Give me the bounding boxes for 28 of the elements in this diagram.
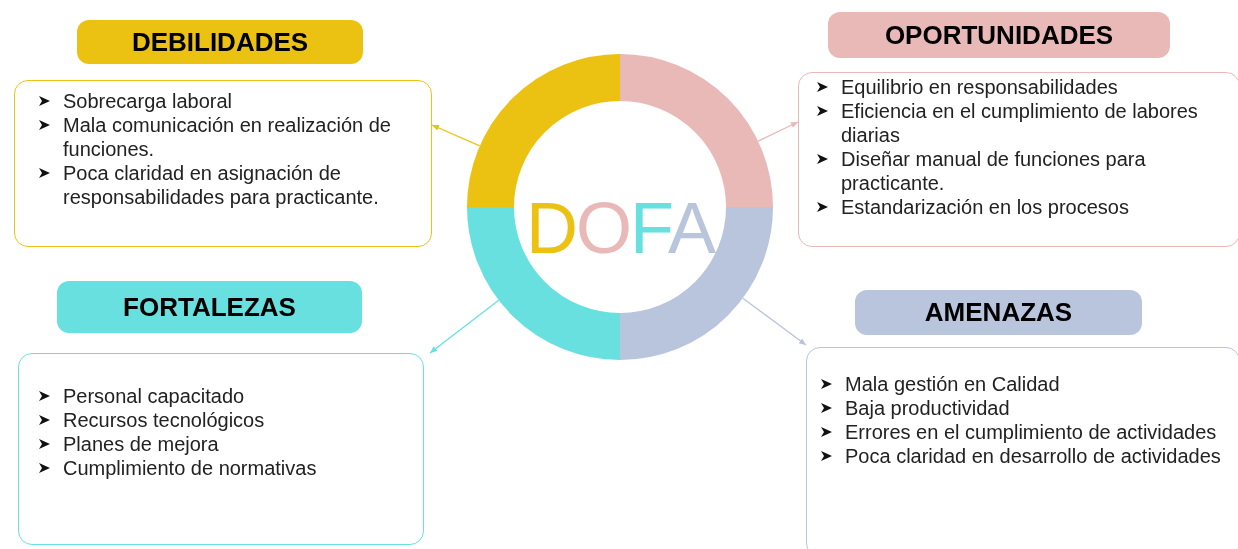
- heading-label: DEBILIDADES: [77, 20, 363, 64]
- arrow: [429, 299, 500, 354]
- bullet-text: Personal capacitado: [63, 385, 245, 407]
- text-card: [14, 80, 432, 247]
- bullet-text: Mala gestión en Calidad: [845, 373, 1060, 395]
- bullet-text: Errores en el cumplimiento de actividades: [845, 421, 1217, 443]
- text-card: [806, 347, 1238, 549]
- bullet-text: Mala comunicación en realización de funciones.: [63, 114, 391, 160]
- arrow: [431, 124, 481, 147]
- bullet-text: Poca claridad en asignación de responsabilidades para practicante.: [63, 162, 379, 208]
- bullet-text: Equilibrio en responsabilidades: [841, 76, 1118, 98]
- center-title: DOFA: [524, 187, 716, 269]
- text-card: [18, 353, 424, 545]
- bullet-text: Cumplimiento de normativas: [63, 457, 317, 479]
- bullet-text: Eficiencia en el cumplimiento de labores diarias: [841, 100, 1198, 146]
- bullet-text: Estandarización en los procesos: [841, 196, 1129, 218]
- text-card: [798, 72, 1238, 247]
- bullet-text: Recursos tecnológicos: [63, 409, 265, 431]
- heading-label: OPORTUNIDADES: [828, 12, 1170, 58]
- heading-label: FORTALEZAS: [57, 281, 362, 333]
- arrow: [742, 297, 807, 346]
- bullet-text: Poca claridad en desarrollo de actividades: [845, 445, 1221, 467]
- bullet-text: Baja productividad: [845, 397, 1010, 419]
- bullet-text: Planes de mejora: [63, 433, 219, 455]
- bullet-text: Diseñar manual de funciones para practicante.: [841, 148, 1146, 194]
- heading-label: AMENAZAS: [855, 290, 1142, 335]
- bullet-text: Sobrecarga laboral: [63, 90, 232, 112]
- arrow: [757, 121, 799, 142]
